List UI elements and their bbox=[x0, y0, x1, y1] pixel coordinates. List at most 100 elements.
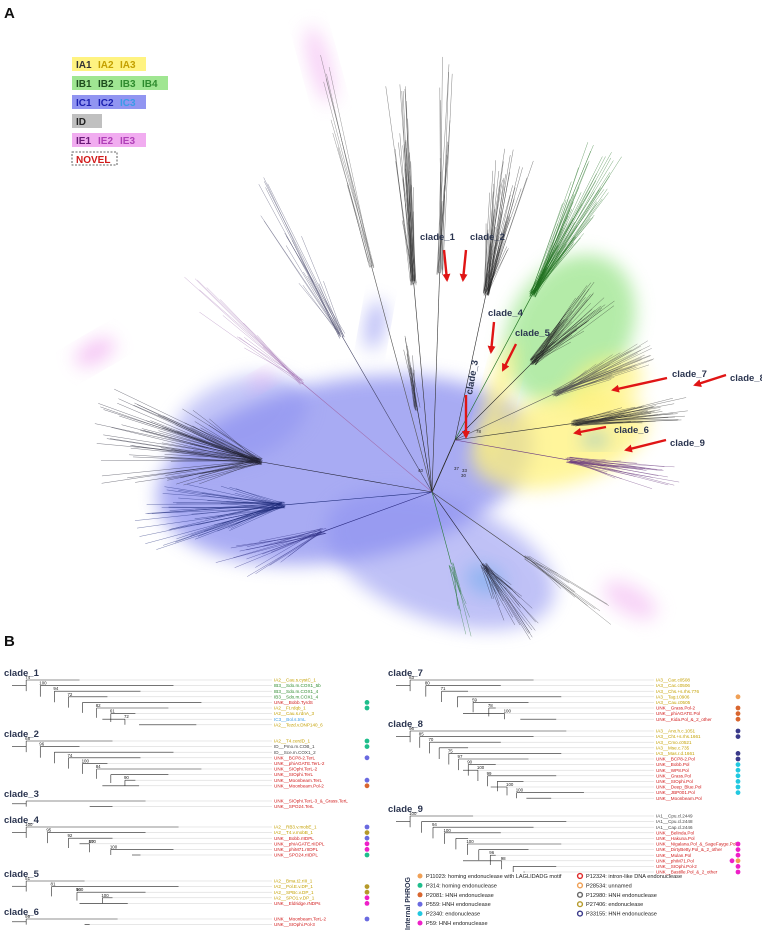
clade-arrow bbox=[463, 250, 466, 280]
phrog-label: P2340: endonuclease bbox=[426, 912, 480, 918]
leaf-label: UNK__Moonbeam.TerL bbox=[274, 778, 322, 783]
clade-title: clade_3 bbox=[4, 789, 39, 800]
phrog-label: P2081: HNH endonuclease bbox=[426, 893, 494, 899]
phrog-ring-swatch bbox=[578, 892, 583, 897]
leaf-label: IA2__T4.v.mobB_1 bbox=[274, 830, 313, 835]
leaf-label: UNK__phiAGATE.Pol bbox=[656, 711, 700, 716]
clade-subtree: clade_2IA2__T4.cerdD_1ID__Pmo.m.COB_1ID_… bbox=[4, 729, 369, 788]
leaf-label: IB3__Sdo.m.COX1_5b bbox=[274, 683, 321, 688]
phrog-dot bbox=[365, 917, 370, 922]
group-shade bbox=[597, 573, 663, 627]
phrog-swatch bbox=[418, 902, 423, 907]
leaf-label: UNK__SIOphi.Pol bbox=[656, 779, 693, 784]
phrog-dot bbox=[736, 768, 741, 773]
class-label: IC2 bbox=[98, 98, 114, 109]
phrog-dot bbox=[736, 864, 741, 869]
bootstrap-value: 96 bbox=[409, 726, 414, 731]
phrog-dot bbox=[736, 706, 741, 711]
class-label: ID bbox=[76, 117, 86, 128]
class-label: IE1 bbox=[76, 136, 91, 147]
clade-arrow-label: clade_1 bbox=[420, 232, 456, 243]
clade-title: clade_4 bbox=[4, 815, 40, 826]
tree-branch bbox=[243, 323, 302, 382]
phrog-dot bbox=[736, 785, 741, 790]
phrog-dot bbox=[736, 790, 741, 795]
clade-arrow bbox=[491, 322, 494, 352]
bootstrap-value: 100 bbox=[25, 822, 33, 827]
leaf-label: IA3__Ano.h.c.1051 bbox=[656, 729, 696, 734]
tree-branch bbox=[329, 67, 372, 265]
phrog-swatch bbox=[418, 892, 423, 897]
panel-label-a: A bbox=[4, 5, 15, 22]
phrog-dot bbox=[365, 783, 370, 788]
phrog-dot bbox=[736, 711, 741, 716]
phrog-swatch bbox=[418, 883, 423, 888]
leaf-label: IA1__Cap.cl.2446 bbox=[656, 825, 693, 830]
bootstrap-value: 80 bbox=[425, 681, 430, 686]
bootstrap-value: 100 bbox=[101, 893, 109, 898]
class-label: IC3 bbox=[120, 98, 136, 109]
bootstrap-value: 99 bbox=[25, 914, 30, 919]
clade-title: clade_9 bbox=[388, 804, 423, 815]
clade-subtree: clade_6UNK__Moonbeam.TerL-2UNK__SIOphi.P… bbox=[4, 907, 369, 927]
bootstrap-value: 98 bbox=[501, 856, 506, 861]
clade-title: clade_5 bbox=[4, 869, 40, 880]
phrog-dot bbox=[736, 847, 741, 852]
phrog-label: P28534: unnamed bbox=[586, 883, 632, 889]
phrog-swatch bbox=[418, 874, 423, 879]
bootstrap-value: 61 bbox=[110, 709, 115, 714]
clade-arrow-label: clade_2 bbox=[470, 232, 505, 243]
leaf-label: IA2__RB3.v.mobE_1 bbox=[274, 825, 317, 830]
clade-arrow-label: clade_8 bbox=[730, 373, 762, 384]
phrog-dot bbox=[736, 762, 741, 767]
leaf-label: UNK__Deep_Blue.Pol bbox=[656, 785, 701, 790]
tree-branch bbox=[244, 337, 302, 381]
clade-arrow-label: clade_7 bbox=[672, 369, 707, 380]
phrog-label: P12324: intron-like DNA endonuclease bbox=[586, 874, 682, 880]
tree-bootstrap-value: 37 bbox=[454, 466, 459, 471]
leaf-label: IA2__Cau.s.rdnA_3 bbox=[274, 711, 315, 716]
leaf-label: UNK__Moonbeam.Pol-2 bbox=[274, 783, 324, 788]
leaf-label: UNK__DirtyBetty.Pol_&_2_other bbox=[656, 847, 723, 852]
leaf-label: UNK__Bobb.Pol bbox=[656, 762, 689, 767]
bootstrap-value: 96 bbox=[489, 850, 494, 855]
leaf-label: UNK__phiM71.rIIDPL bbox=[274, 847, 319, 852]
leaf-label: UNK__Hakuna.Pol bbox=[656, 836, 695, 841]
phrog-dot bbox=[736, 870, 741, 875]
clade-arrow-label: clade_5 bbox=[515, 328, 551, 339]
clade-subtree: clade_7IA3__Cac.c0508IA3__Cac.c0506IA3__… bbox=[388, 668, 740, 722]
leaf-label: IB3__Sdo.m.COX1_4 bbox=[274, 689, 319, 694]
bootstrap-value: 51 bbox=[25, 876, 30, 881]
phrog-dot bbox=[736, 842, 741, 847]
tree-branch bbox=[326, 74, 370, 267]
leaf-label: IB3__Sdo.m.COX1_4 bbox=[274, 694, 319, 699]
tree-branch bbox=[324, 82, 373, 266]
bootstrap-value: 70 bbox=[428, 737, 433, 742]
bootstrap-value: 100 bbox=[39, 681, 47, 686]
phrog-dot bbox=[365, 841, 370, 846]
class-label: IB3 bbox=[120, 79, 136, 90]
leaf-label: UNK__BCP8-2.Pol bbox=[656, 757, 695, 762]
phrog-dot bbox=[365, 700, 370, 705]
phrog-dot bbox=[365, 884, 370, 889]
bootstrap-value: 68 bbox=[25, 736, 30, 741]
leaf-label: IA3__Cac.c0508 bbox=[656, 678, 690, 683]
leaf-label: UNK__Eldridge.rNDPs bbox=[274, 901, 321, 906]
bootstrap-value: 59 bbox=[472, 697, 477, 702]
bootstrap-value: 97 bbox=[458, 754, 463, 759]
clade-subtree: clade_9IA1__Cpu.cl.2449IA1__Cpu.cl.2448I… bbox=[388, 804, 740, 875]
clade-title: clade_6 bbox=[4, 907, 39, 918]
bootstrap-value: 74 bbox=[25, 675, 30, 680]
phrog-dot bbox=[736, 858, 741, 863]
phrog-label: P27406: endonuclease bbox=[586, 902, 643, 908]
leaf-label: IA3__Mas.r.d.1661 bbox=[656, 751, 695, 756]
phrog-dot bbox=[736, 717, 741, 722]
tree-branch bbox=[286, 236, 345, 334]
leaf-label: UNK__BCP8-2.TerL bbox=[274, 755, 316, 760]
tree-branch bbox=[268, 184, 345, 337]
class-key-row: ID bbox=[72, 114, 102, 128]
leaf-label: UNK__Grass.Pol-2 bbox=[656, 706, 696, 711]
phrog-label: P33155: HNH endonuclease bbox=[586, 912, 657, 918]
bootstrap-value: 100 bbox=[516, 788, 524, 793]
